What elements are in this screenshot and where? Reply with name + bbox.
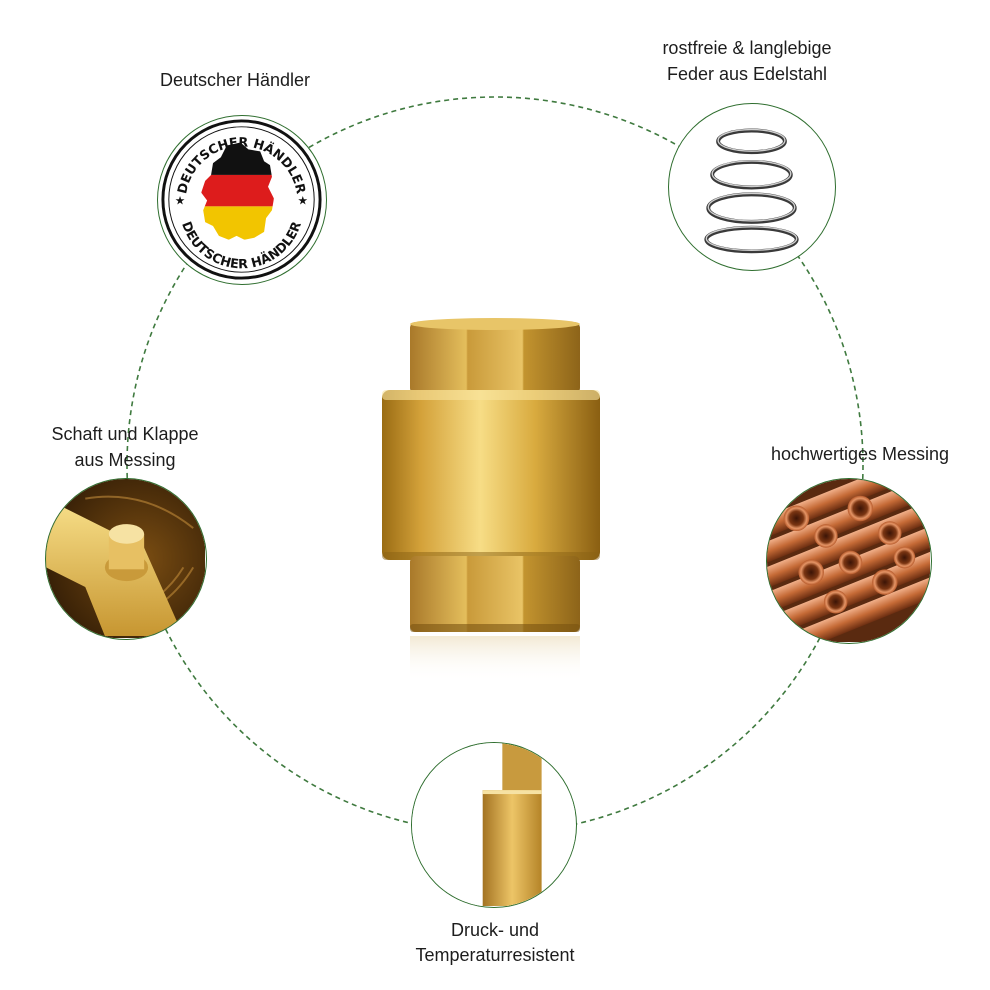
pressure-bubble	[411, 742, 577, 908]
svg-text:★: ★	[297, 193, 308, 207]
spring-icon	[704, 128, 799, 254]
dealer-label: Deutscher Händler	[159, 70, 311, 90]
brass-check-valve-icon	[360, 310, 620, 700]
svg-text:★: ★	[175, 193, 186, 207]
spring-bubble	[668, 103, 836, 271]
valve-section-icon	[412, 743, 575, 906]
spring-label-line1: rostfreie & langlebige	[662, 38, 832, 58]
copper-pipes-icon	[767, 479, 930, 642]
shaft-label-line2: aus Messing	[74, 450, 176, 470]
spring-label-line2: Feder aus Edelstahl	[666, 64, 828, 84]
valve-shaft-icon	[46, 479, 205, 638]
shaft-bubble	[45, 478, 207, 640]
shaft-label-line1: Schaft und Klappe	[51, 424, 199, 444]
pressure-label-line2: Temperaturresistent	[415, 945, 575, 965]
pressure-label-line1: Druck- und	[450, 920, 540, 940]
dealer-bubble: DEUTSCHER HÄNDLER DEUTSCHER HÄNDLER ★ ★	[157, 115, 327, 285]
brass-label: hochwertiges Messing	[770, 444, 950, 464]
brass-bubble	[766, 478, 932, 644]
